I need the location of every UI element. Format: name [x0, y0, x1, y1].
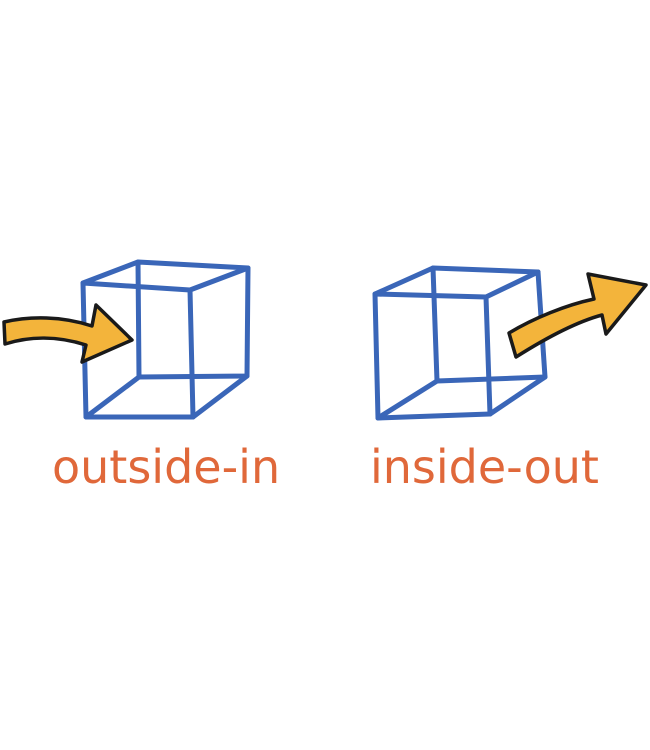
right-cube-icon [372, 265, 548, 421]
arrow-out-icon [507, 272, 648, 359]
left-cube-icon [80, 259, 251, 420]
inside-out-label: inside-out [370, 440, 599, 494]
arrow-in-icon [2, 303, 134, 364]
outside-in-label: outside-in [52, 440, 281, 494]
